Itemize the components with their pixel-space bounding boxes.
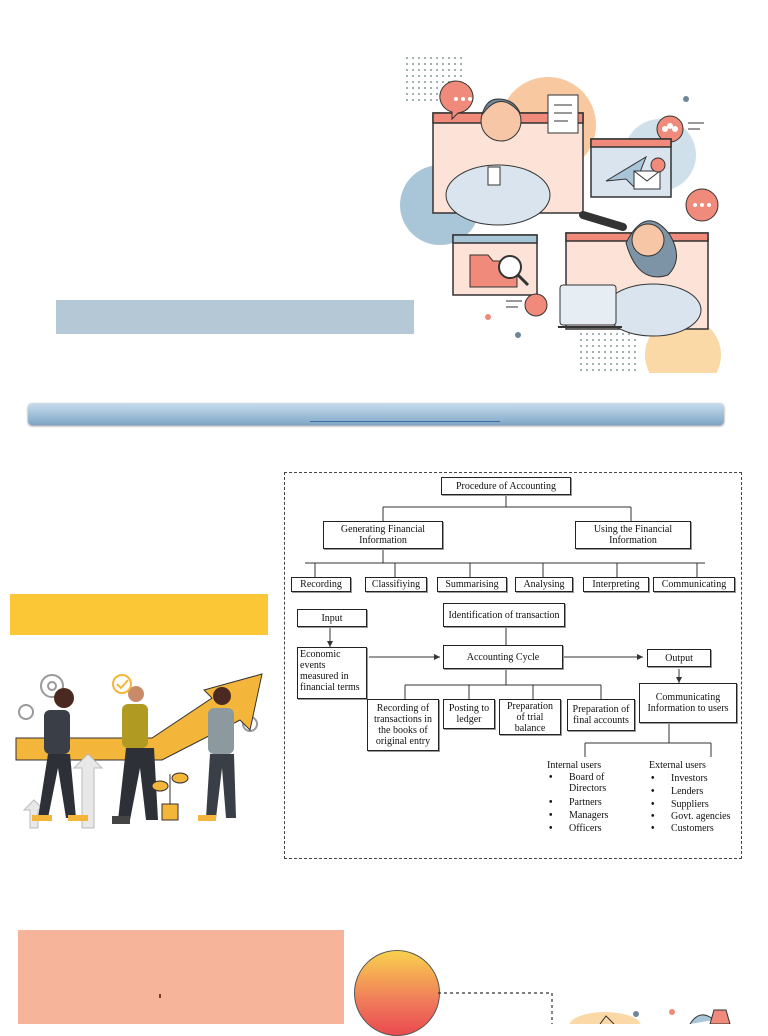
title-bar <box>56 300 414 334</box>
economic-events-node: Economic events measured in financial te… <box>297 647 367 699</box>
internal-users-list: Internal users Board of Directors Partne… <box>547 759 637 835</box>
step-label: Interpreting <box>592 579 640 590</box>
list-item: Customers <box>649 822 739 835</box>
cursor-mark <box>159 994 161 998</box>
step-node: Interpreting <box>583 577 649 592</box>
chat-bubble-icon <box>685 188 719 222</box>
list-item: Board of Directors <box>547 772 637 794</box>
accounting-procedure-diagram: Procedure of Accounting Generating Finan… <box>284 472 742 859</box>
step-node: Communicating <box>653 577 735 592</box>
output-node: Output <box>647 649 711 667</box>
chat-bubble-icon <box>439 80 474 121</box>
yellow-label-bar <box>10 594 268 635</box>
cycle-step-node: Preparation of trial balance <box>499 699 561 735</box>
step-label: Recording <box>300 579 342 590</box>
input-node: Input <box>297 609 367 627</box>
dashed-connector <box>438 992 553 1024</box>
step-label: Classifiying <box>371 579 421 590</box>
list-item: Managers <box>547 809 637 822</box>
step-label: Analysing <box>523 579 565 590</box>
identification-label: Identification of transaction <box>448 609 560 621</box>
bottom-illustration <box>569 1009 731 1024</box>
mail-icon <box>524 293 548 317</box>
cycle-step-node: Recording of transactions in the books o… <box>367 699 439 751</box>
cycle-step-label: Preparation of trial balance <box>506 700 554 734</box>
accounting-cycle-label: Accounting Cycle <box>466 651 540 663</box>
identification-node: Identification of transaction <box>443 603 565 627</box>
step-label: Summarising <box>445 579 499 590</box>
video-call-illustration <box>400 57 721 373</box>
branch-left-label: Generating Financial Information <box>340 524 426 546</box>
list-item: Investors <box>649 772 739 785</box>
internal-users-title: Internal users <box>547 760 602 771</box>
list-item: Suppliers <box>649 798 739 811</box>
list-item: Partners <box>547 796 637 809</box>
list-item: Officers <box>547 822 637 835</box>
dot-pattern <box>578 327 640 371</box>
branch-right-node: Using the Financial Information <box>575 521 691 549</box>
search-icon <box>498 255 522 279</box>
list-item: Lenders <box>649 785 739 798</box>
cycle-step-node: Posting to ledger <box>443 699 495 729</box>
root-label: Procedure of Accounting <box>456 480 556 492</box>
communicating-info-node: Communicating Information to users <box>639 683 737 723</box>
cycle-step-label: Preparation of final accounts <box>572 704 630 726</box>
communicating-info-label: Communicating Information to users <box>647 692 729 714</box>
check-icon <box>112 674 132 694</box>
root-node: Procedure of Accounting <box>441 477 571 495</box>
cycle-step-label: Recording of transactions in the books o… <box>373 703 433 747</box>
team-growth-illustration <box>15 673 263 829</box>
input-label: Input <box>321 612 343 624</box>
cycle-step-label: Posting to ledger <box>448 703 490 725</box>
branch-left-node: Generating Financial Information <box>323 521 443 549</box>
cycle-step-node: Preparation of final accounts <box>567 699 635 731</box>
economic-events-label: Economic events measured in financial te… <box>300 649 360 693</box>
salmon-text-box <box>18 930 344 1024</box>
accounting-cycle-node: Accounting Cycle <box>443 645 563 669</box>
output-label: Output <box>665 652 693 664</box>
list-item: Govt. agencies <box>649 811 739 822</box>
step-node: Summarising <box>437 577 507 592</box>
step-node: Classifiying <box>365 577 427 592</box>
step-node: Recording <box>291 577 351 592</box>
external-users-list: External users Investors Lenders Supplie… <box>649 759 739 835</box>
gradient-circle <box>354 950 440 1036</box>
document-icon <box>547 94 579 134</box>
step-label: Communicating <box>661 579 727 590</box>
step-node: Analysing <box>515 577 573 592</box>
section-header-bar <box>28 403 724 425</box>
header-underline <box>310 421 500 422</box>
external-users-title: External users <box>649 760 706 771</box>
branch-right-label: Using the Financial Information <box>593 524 673 546</box>
diagram-connectors <box>305 495 712 757</box>
